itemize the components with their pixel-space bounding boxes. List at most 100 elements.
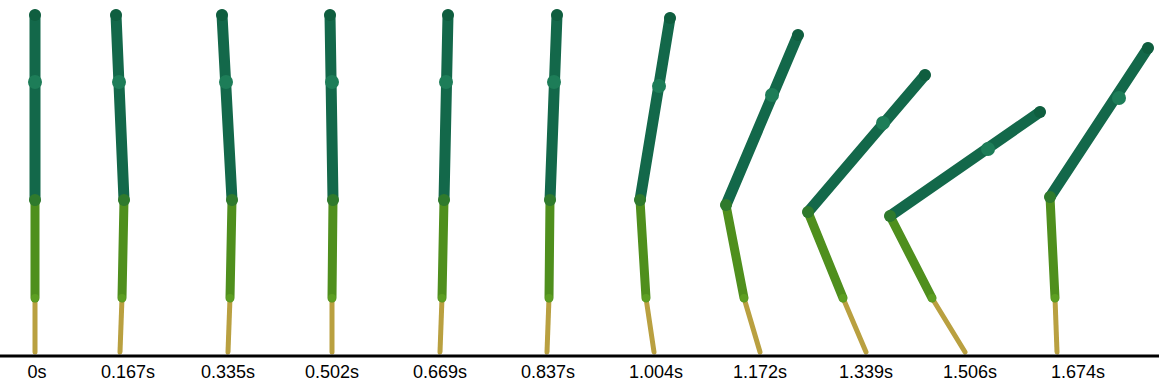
- frame-3: [324, 9, 339, 352]
- time-label: 0.837s: [519, 362, 577, 383]
- ankle-joint: [740, 294, 748, 302]
- ankle-joint: [928, 294, 936, 302]
- top-cap: [792, 29, 804, 41]
- knee-joint: [884, 210, 896, 222]
- knee-joint: [634, 194, 646, 206]
- foot-link: [1055, 298, 1057, 352]
- time-label: 0.669s: [411, 362, 469, 383]
- foot-link: [120, 298, 122, 352]
- top-cap: [110, 9, 122, 21]
- frame-1: [110, 9, 130, 352]
- ankle-joint: [226, 294, 234, 302]
- time-label: 0.502s: [303, 362, 361, 383]
- knee-joint: [438, 194, 450, 206]
- top-cap: [551, 9, 563, 21]
- shank-link: [442, 200, 444, 298]
- thigh-link: [116, 15, 124, 200]
- thigh-link: [222, 15, 232, 200]
- top-cap: [919, 69, 931, 81]
- thigh-link: [808, 75, 925, 212]
- time-label: 1.172s: [731, 362, 789, 383]
- thigh-link: [550, 15, 557, 200]
- knee-joint: [327, 194, 339, 206]
- foot-link: [547, 298, 549, 352]
- ankle-joint: [1051, 294, 1059, 302]
- time-label: 1.674s: [1049, 362, 1107, 383]
- foot-link: [843, 298, 866, 352]
- mid-joint: [1112, 91, 1126, 105]
- shank-link: [1050, 197, 1055, 298]
- mid-joint: [28, 75, 42, 89]
- knee-joint: [720, 199, 732, 211]
- knee-joint: [1044, 191, 1056, 203]
- time-label: 1.506s: [941, 362, 999, 383]
- thigh-link: [726, 35, 798, 205]
- shank-link: [31, 200, 40, 298]
- top-cap: [1142, 42, 1154, 54]
- shank-link: [808, 212, 843, 298]
- ankle-joint: [438, 294, 446, 302]
- ankle-joint: [642, 294, 650, 302]
- mid-joint: [547, 75, 561, 89]
- time-label: 1.004s: [627, 362, 685, 383]
- shank-link: [122, 200, 124, 298]
- ankle-joint: [328, 294, 336, 302]
- ankle-joint: [31, 294, 39, 302]
- ankle-joint: [545, 294, 553, 302]
- frame-6: [634, 12, 676, 352]
- thigh-link: [30, 15, 41, 200]
- ankle-joint: [839, 294, 847, 302]
- foot-link: [744, 298, 760, 352]
- foot-link: [932, 298, 965, 352]
- shank-link: [726, 205, 744, 298]
- foot-link: [440, 298, 442, 352]
- ankle-joint: [118, 294, 126, 302]
- shank-link: [640, 200, 646, 298]
- shank-link: [549, 200, 550, 298]
- mid-joint: [765, 88, 779, 102]
- thigh-link: [890, 112, 1040, 216]
- shank-link: [890, 216, 932, 298]
- mid-joint: [876, 116, 890, 130]
- frame-7: [720, 29, 804, 352]
- knee-joint: [544, 194, 556, 206]
- time-label: 0.167s: [99, 362, 157, 383]
- shank-link: [332, 200, 333, 298]
- mid-joint: [219, 75, 233, 89]
- time-label: 0s: [25, 362, 48, 383]
- knee-joint: [802, 206, 814, 218]
- frame-2: [216, 9, 238, 352]
- mid-joint: [652, 79, 666, 93]
- frame-8: [802, 69, 931, 352]
- foot-link: [330, 298, 335, 352]
- mid-joint: [439, 75, 453, 89]
- thigh-link: [640, 18, 670, 200]
- mid-joint: [325, 75, 339, 89]
- shank-link: [230, 200, 232, 298]
- top-cap: [216, 9, 228, 21]
- knee-joint: [118, 194, 130, 206]
- frame-4: [438, 9, 454, 352]
- knee-joint: [226, 194, 238, 206]
- top-cap: [664, 12, 676, 24]
- mid-joint: [981, 142, 995, 156]
- foot-link: [646, 298, 654, 352]
- thigh-link: [330, 15, 333, 200]
- thigh-link: [1050, 48, 1148, 197]
- time-label: 0.335s: [199, 362, 257, 383]
- knee-joint: [29, 194, 41, 206]
- thigh-link: [444, 15, 448, 200]
- time-label: 1.339s: [837, 362, 895, 383]
- ground-line: [0, 355, 1159, 358]
- top-cap: [1034, 106, 1046, 118]
- foot-link: [228, 298, 230, 352]
- frame-9: [884, 106, 1046, 352]
- frame-0: [28, 9, 42, 352]
- top-cap: [324, 9, 336, 21]
- frame-5: [544, 9, 563, 352]
- top-cap: [29, 9, 41, 21]
- frame-10: [1044, 42, 1154, 352]
- top-cap: [442, 9, 454, 21]
